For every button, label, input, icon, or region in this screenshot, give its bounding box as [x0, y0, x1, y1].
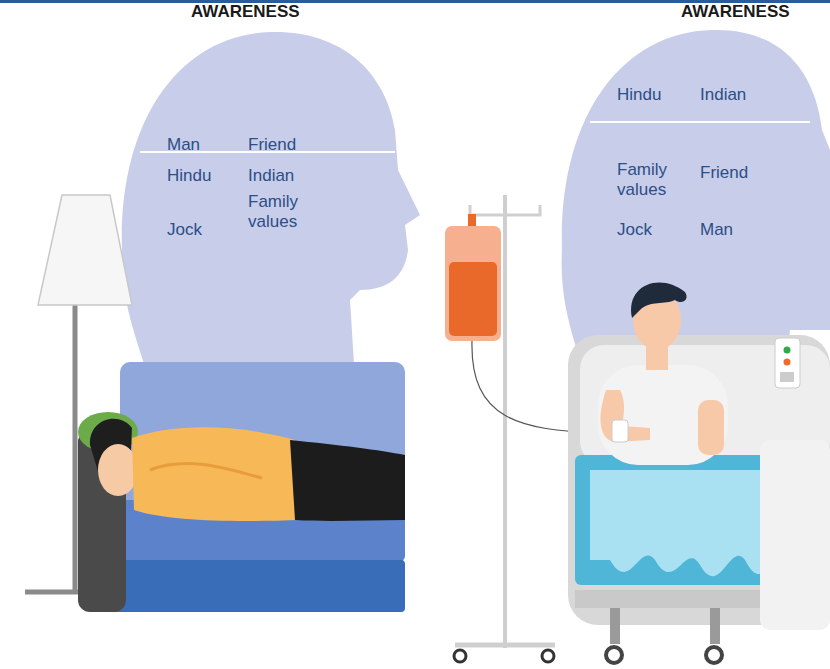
floor-lamp — [25, 195, 132, 592]
head-silhouette: AWARENESS Man FriendHindu IndianJock Family … — [110, 0, 430, 430]
identity-label: Indian — [248, 166, 294, 186]
head-silhouette: AWARENESS Hindu IndianFamily values FriendJ… — [545, 0, 830, 430]
patient — [598, 283, 728, 465]
hospital-bed — [568, 335, 830, 663]
identity-label: Friend — [700, 163, 748, 183]
head-outline — [545, 0, 830, 430]
iv-drip-stand — [445, 195, 600, 662]
identity-label: Jock — [617, 220, 652, 240]
identity-label: Hindu — [617, 85, 661, 105]
identity-label: Friend — [248, 135, 296, 155]
identity-label: Man — [700, 220, 733, 240]
sofa — [78, 362, 405, 612]
identity-label: Hindu — [167, 166, 211, 186]
identity-label: Jock — [167, 220, 202, 240]
identity-label: Family values — [617, 160, 679, 200]
resting-person — [78, 412, 405, 521]
identity-label: Indian — [700, 85, 746, 105]
awareness-heading: AWARENESS — [191, 2, 300, 22]
identity-label: Family values — [248, 192, 320, 232]
identity-label: Man — [167, 135, 200, 155]
awareness-heading: AWARENESS — [681, 2, 790, 22]
